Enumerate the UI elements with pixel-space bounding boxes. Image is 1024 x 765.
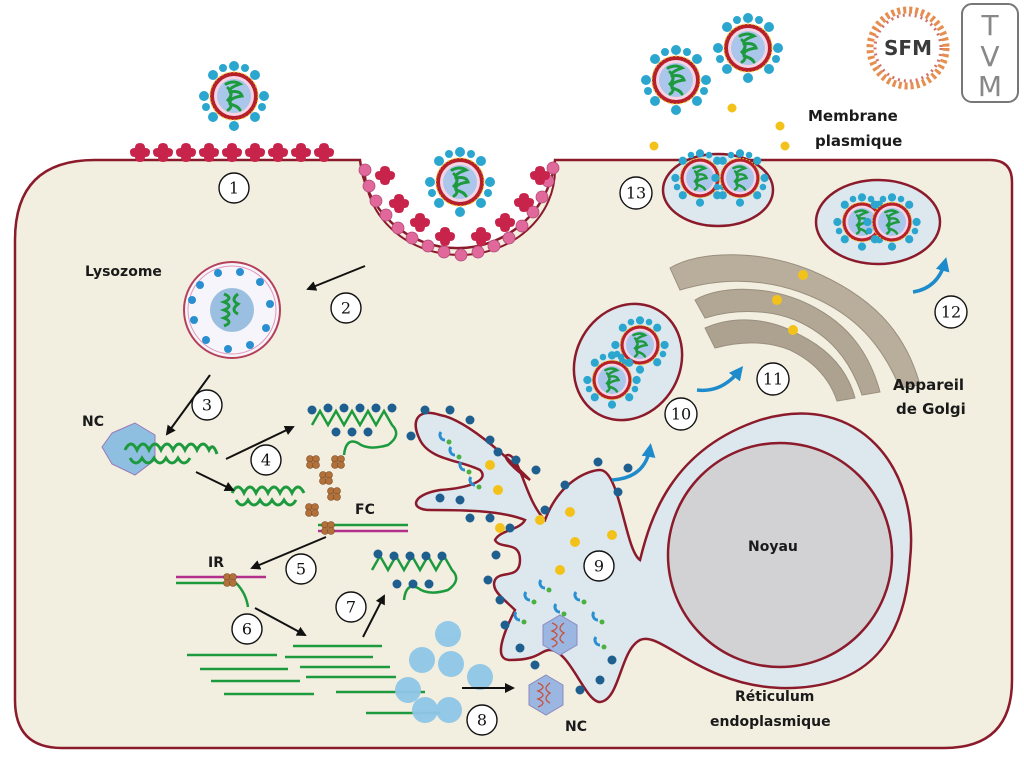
- golgi-label-line2: de Golgi: [896, 400, 966, 418]
- virion-endocytosed: [423, 145, 497, 219]
- replication-complexes: [305, 455, 345, 517]
- step-4: 4: [250, 444, 282, 476]
- arrows: [165, 257, 950, 693]
- er-label-line1: Réticulum: [735, 689, 814, 705]
- svg-text:9: 9: [594, 557, 604, 576]
- svg-text:7: 7: [346, 598, 356, 617]
- svg-text:SFM: SFM: [884, 36, 932, 60]
- svg-text:M: M: [978, 70, 1002, 103]
- vesicle-step10: [572, 302, 684, 422]
- step-3: 3: [191, 389, 223, 421]
- vesicle-step13: [661, 148, 775, 228]
- vesicle-step12: [814, 178, 942, 266]
- svg-text:V: V: [980, 40, 999, 73]
- er-vesicle-dots: [485, 460, 617, 575]
- step-10: 10: [664, 397, 698, 431]
- step-5: 5: [285, 553, 317, 585]
- sfm-logo: SFM: [866, 6, 950, 90]
- svg-text:10: 10: [671, 405, 691, 424]
- step-13: 13: [619, 176, 653, 210]
- virion-released-2: [711, 11, 785, 85]
- ir-label: IR: [208, 555, 224, 571]
- step-6: 6: [231, 613, 263, 645]
- virion-attaching: [197, 59, 271, 133]
- rna-coil-lower: [230, 485, 306, 507]
- step-7: 7: [335, 591, 367, 623]
- step-2: 2: [330, 292, 362, 324]
- new-rna-strands: [187, 644, 440, 715]
- svg-text:1: 1: [229, 179, 239, 198]
- svg-text:4: 4: [261, 451, 271, 470]
- ir-duplex: [176, 573, 266, 608]
- nucleus-label: Noyau: [748, 539, 798, 555]
- svg-text:13: 13: [626, 184, 646, 203]
- step-12: 12: [934, 295, 968, 329]
- fc-duplex: [318, 521, 408, 535]
- svg-text:12: 12: [941, 303, 961, 322]
- receptors-row: [130, 143, 334, 162]
- svg-text:8: 8: [477, 711, 487, 730]
- virion-released-1: [639, 43, 713, 117]
- lysosome: [183, 261, 281, 359]
- membrane-label-line1: Membrane: [808, 107, 898, 125]
- endoplasmic-reticulum: [406, 405, 913, 704]
- fc-label: FC: [355, 502, 375, 518]
- svg-text:5: 5: [296, 560, 306, 579]
- svg-text:T: T: [980, 9, 999, 42]
- rna-translation-upper: [307, 403, 398, 456]
- step-9: 9: [583, 550, 615, 582]
- lysosome-label: Lysozome: [85, 264, 162, 280]
- golgi-label-line1: Appareil: [893, 376, 964, 394]
- nc-bottom-label: NC: [565, 719, 587, 735]
- svg-text:2: 2: [341, 299, 351, 318]
- capsid-proteins: [395, 621, 493, 723]
- nucleocapsid-uncoating: [101, 422, 219, 476]
- rna-translation-lower: [370, 549, 458, 601]
- step-1: 1: [218, 172, 250, 204]
- nc-top-label: NC: [82, 414, 104, 430]
- golgi-apparatus: [669, 254, 921, 402]
- svg-text:6: 6: [242, 620, 252, 639]
- membrane-label-line2: plasmique: [815, 132, 902, 150]
- step-8: 8: [466, 704, 498, 736]
- nucleus: [666, 441, 894, 669]
- svg-text:11: 11: [763, 370, 783, 389]
- released-dots: [649, 103, 790, 151]
- step-11: 11: [756, 362, 790, 396]
- er-ribosomes: [406, 405, 633, 695]
- endocytosis-pit: [358, 161, 560, 262]
- svg-text:3: 3: [202, 396, 212, 415]
- er-label-line2: endoplasmique: [710, 714, 831, 730]
- tvm-logo: T V M: [961, 3, 1019, 103]
